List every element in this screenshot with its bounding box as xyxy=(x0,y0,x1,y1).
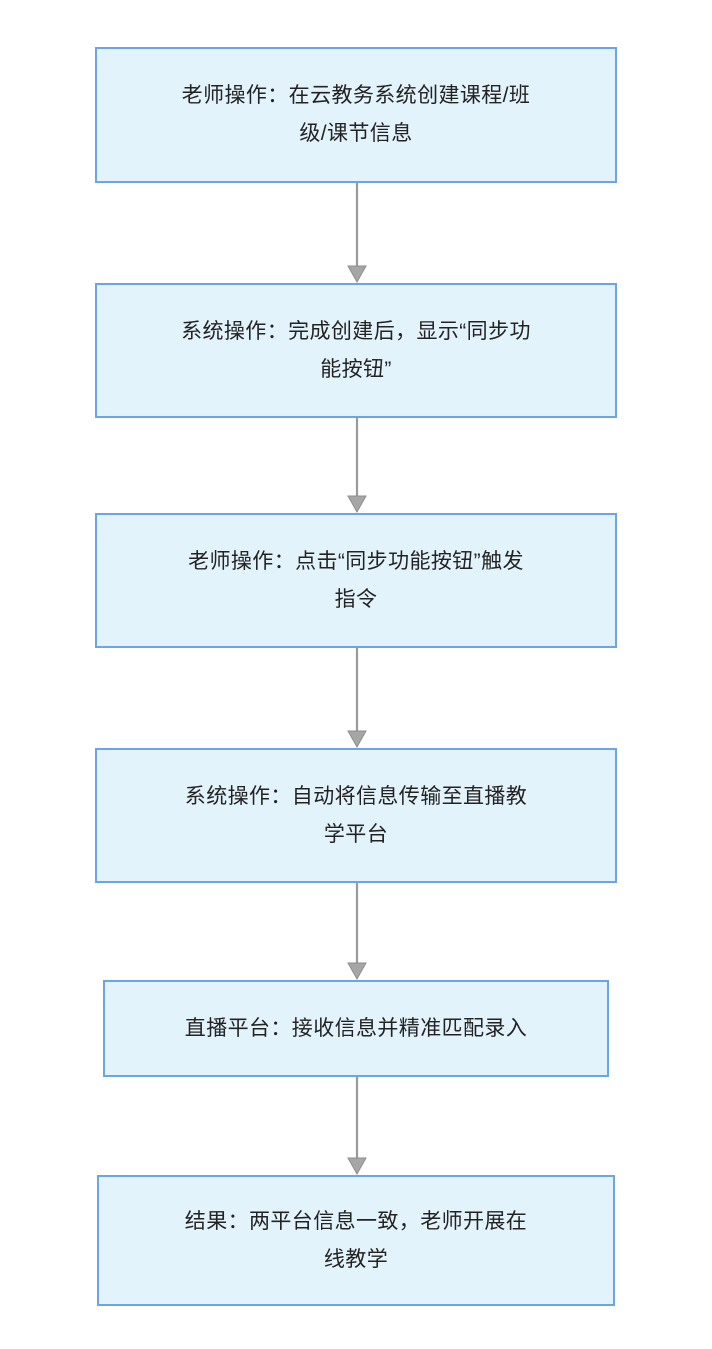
flowchart-node-label: 老师操作：点击“同步功能按钮”触发 指令 xyxy=(188,549,524,611)
flowchart-node-label: 老师操作：在云教务系统创建课程/班 级/课节信息 xyxy=(181,84,531,145)
flowchart-node-label: 系统操作：自动将信息传输至直播教 学平台 xyxy=(184,784,528,846)
flowchart-node-platform-receive[interactable]: 直播平台：接收信息并精准匹配录入 xyxy=(103,980,609,1077)
flowchart-node-label: 直播平台：接收信息并精准匹配录入 xyxy=(184,1016,528,1040)
flowchart-node-system-show-sync-button[interactable]: 系统操作：完成创建后，显示“同步功 能按钮” xyxy=(95,283,617,418)
connector-n4-n5 xyxy=(347,883,367,981)
flowchart-node-system-transfer[interactable]: 系统操作：自动将信息传输至直播教 学平台 xyxy=(95,748,617,883)
flowchart-node-label: 结果：两平台信息一致，老师开展在 线教学 xyxy=(184,1209,528,1271)
flowchart-node-result[interactable]: 结果：两平台信息一致，老师开展在 线教学 xyxy=(97,1175,615,1306)
connector-n3-n4 xyxy=(347,648,367,749)
connector-n1-n2 xyxy=(347,183,367,284)
connector-n2-n3 xyxy=(347,418,367,514)
flowchart-node-teacher-click-sync[interactable]: 老师操作：点击“同步功能按钮”触发 指令 xyxy=(95,513,617,648)
connector-n5-n6 xyxy=(347,1077,367,1176)
flowchart-node-label: 系统操作：完成创建后，显示“同步功 能按钮” xyxy=(181,319,531,381)
flowchart-node-teacher-create[interactable]: 老师操作：在云教务系统创建课程/班 级/课节信息 xyxy=(95,47,617,183)
